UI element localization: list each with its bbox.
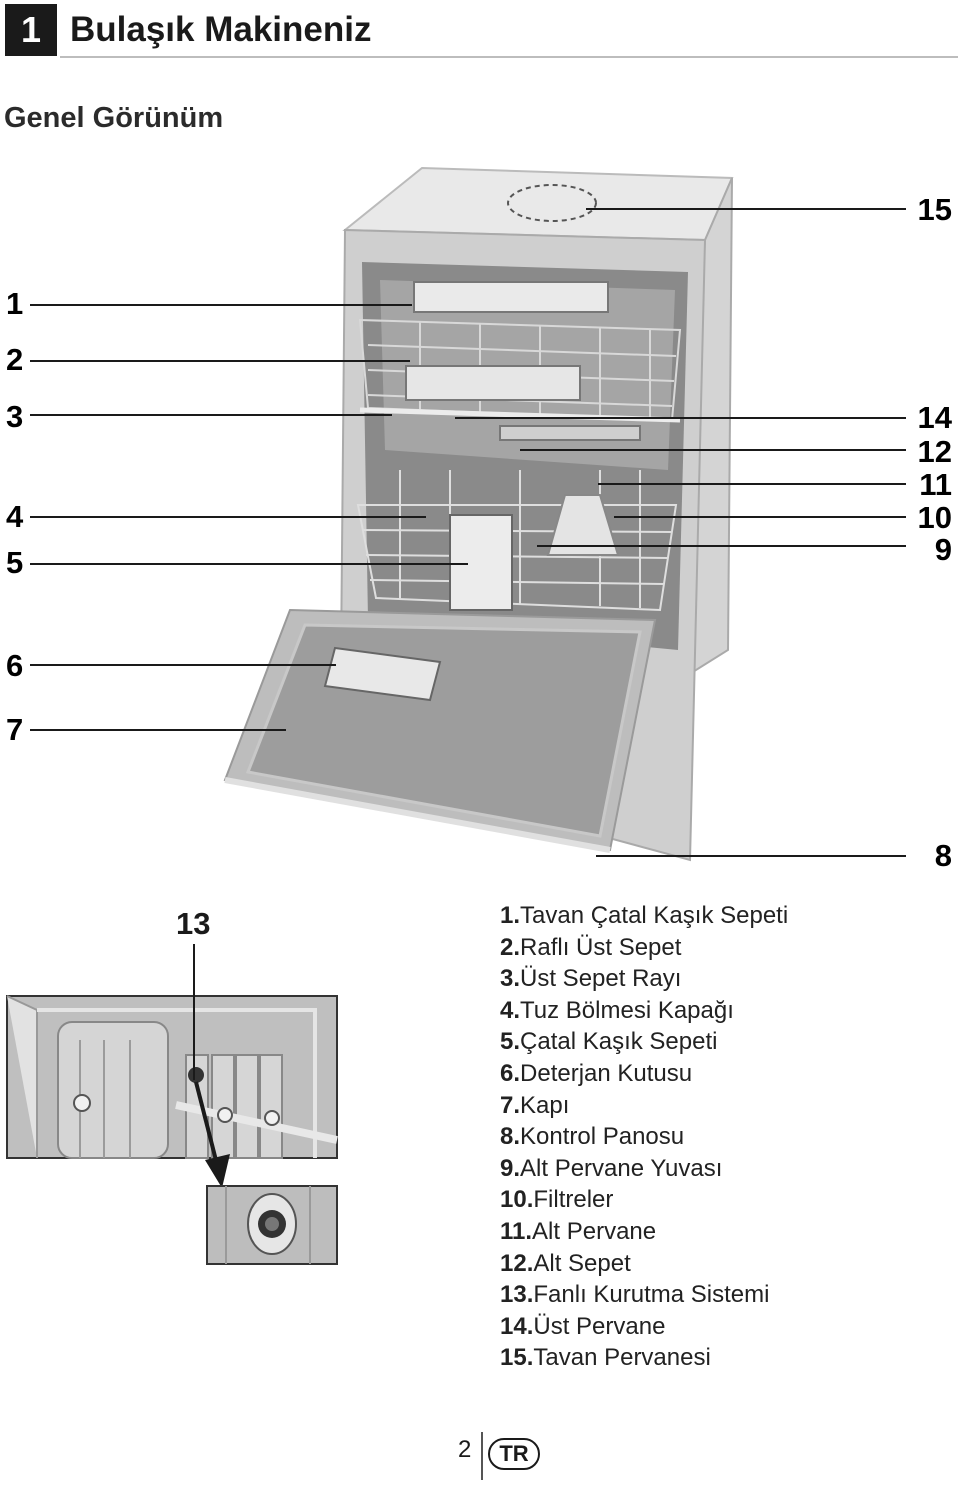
legend-item-number: 5.: [500, 1028, 521, 1056]
legend-item-text: Üst Sepet Rayı: [520, 965, 682, 993]
section-title: Genel Görünüm: [4, 102, 224, 134]
legend-item-number: 1.: [500, 902, 521, 929]
legend-item-number: 10.: [500, 1186, 534, 1214]
legend-item-number: 11.: [500, 1217, 533, 1245]
callout-9: 9: [935, 532, 952, 567]
callout-10: 10: [918, 500, 952, 535]
legend-item-text: Üst Pervane: [533, 1312, 666, 1340]
legend-item-text: Deterjan Kutusu: [520, 1059, 693, 1087]
legend-item-text: Kapı: [520, 1091, 570, 1119]
legend-item-text: Tavan Pervanesi: [533, 1344, 711, 1372]
legend-item: 9.Alt Pervane Yuvası: [500, 1153, 788, 1185]
legend-item-text: Alt Sepet: [533, 1249, 631, 1277]
legend-item-number: 15.: [500, 1344, 534, 1372]
callout-11: 11: [919, 467, 952, 502]
legend-item: 3.Üst Sepet Rayı: [500, 963, 788, 995]
legend-item-text: Raflı Üst Sepet: [520, 933, 682, 961]
callout-15: 15: [918, 192, 952, 227]
legend-item-text: Tuz Bölmesi Kapağı: [520, 996, 734, 1024]
footer-separator: [481, 1432, 483, 1480]
callout-12: 12: [918, 434, 952, 469]
callout-3: 3: [6, 399, 23, 434]
legend-item-text: Alt Pervane: [532, 1217, 657, 1245]
legend-item: 2.Raflı Üst Sepet: [500, 932, 788, 964]
legend-item-text: Fanlı Kurutma Sistemi: [533, 1281, 770, 1309]
legend-item: 10.Filtreler: [500, 1184, 788, 1216]
legend-item: 15.Tavan Pervanesi: [500, 1342, 788, 1374]
legend-item-text: Alt Pervane Yuvası: [520, 1154, 723, 1182]
callout-2: 2: [6, 342, 23, 377]
legend-item-text: Filtreler: [533, 1186, 614, 1214]
legend-item-number: 4.: [500, 996, 521, 1024]
fan-drying-inset-illustration: [6, 944, 338, 1265]
legend-item-number: 6.: [500, 1059, 521, 1087]
callout-8: 8: [935, 838, 952, 873]
legend-item: 1.Tavan Çatal Kaşık Sepeti: [500, 900, 788, 932]
legend-item: 6.Deterjan Kutusu: [500, 1058, 788, 1090]
chapter-title: Bulaşık Makineniz: [70, 10, 372, 49]
legend-item: 7.Kapı: [500, 1090, 788, 1122]
chapter-number-box: 1: [5, 4, 57, 56]
legend-item-text: Tavan Çatal Kaşık Sepeti: [520, 902, 789, 929]
legend-item: 5.Çatal Kaşık Sepeti: [500, 1026, 788, 1058]
legend-item-number: 2.: [500, 933, 521, 961]
callout-1: 1: [6, 286, 23, 321]
callout-6: 6: [6, 648, 23, 683]
legend-item-text: Kontrol Panosu: [520, 1123, 685, 1151]
callout-13: 13: [176, 906, 211, 941]
legend-item-number: 8.: [500, 1123, 521, 1151]
legend-item-number: 13.: [500, 1281, 534, 1309]
legend-item: 13.Fanlı Kurutma Sistemi: [500, 1279, 788, 1311]
header-rule: [60, 56, 958, 58]
legend-item-number: 12.: [500, 1249, 534, 1277]
page-number: 2: [458, 1436, 472, 1463]
callout-4: 4: [6, 499, 24, 534]
legend-item-number: 7.: [500, 1091, 521, 1119]
legend-item: 11.Alt Pervane: [500, 1216, 788, 1248]
language-badge: TR: [488, 1438, 540, 1470]
legend-item: 12.Alt Sepet: [500, 1248, 788, 1280]
legend-item-text: Çatal Kaşık Sepeti: [520, 1028, 718, 1056]
callout-14: 14: [918, 400, 953, 435]
callout-5: 5: [6, 545, 23, 580]
legend-item-number: 14.: [500, 1312, 534, 1340]
dishwasher-illustration: 1 2 3 4 5 6 7 15 14 12 11 10 9 8: [6, 166, 953, 873]
legend-item-number: 3.: [500, 965, 521, 993]
callout-7: 7: [6, 712, 23, 747]
legend-item-number: 9.: [500, 1154, 521, 1182]
legend-item: 14.Üst Pervane: [500, 1311, 788, 1343]
legend-item: 8.Kontrol Panosu: [500, 1121, 788, 1153]
legend-item: 4.Tuz Bölmesi Kapağı: [500, 995, 788, 1027]
